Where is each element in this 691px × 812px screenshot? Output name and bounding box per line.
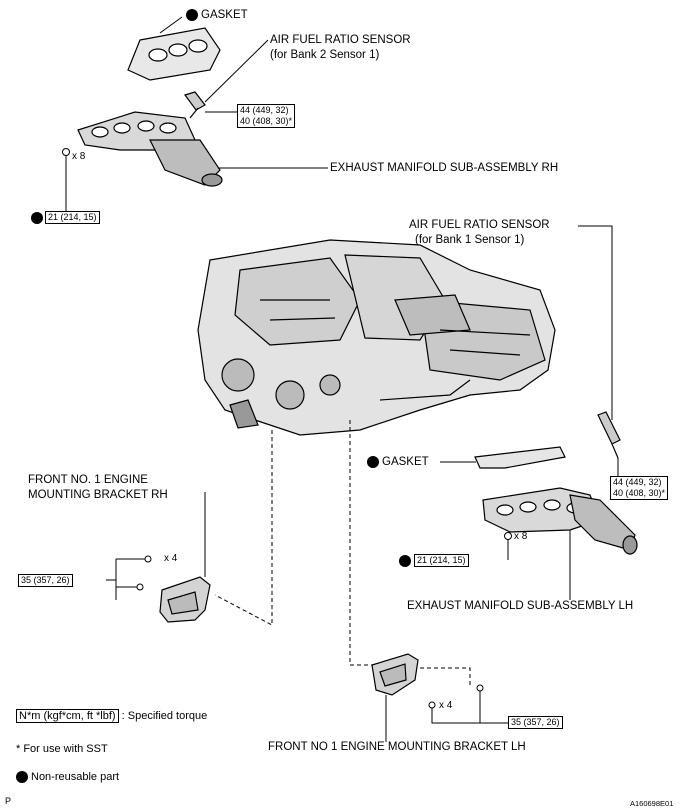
bolt-count-lh: x 8 — [514, 531, 528, 542]
legend-torque: N*m (kgf*cm, ft *lbf) : Specified torque — [16, 709, 208, 723]
torque-manifold-rh-value: 21 (214, 15) — [48, 212, 97, 222]
nonreusable-dot-icon — [186, 9, 198, 21]
legend-sst-note: * For use with SST — [16, 743, 108, 755]
gasket-lh-part — [474, 446, 566, 469]
torque-sensor-b2: 44 (449, 32) 40 (408, 30)* — [237, 104, 296, 128]
bracket-rh-label-2: MOUNTING BRACKET RH — [28, 489, 168, 501]
legend-torque-box: N*m (kgf*cm, ft *lbf) — [16, 709, 119, 723]
exhaust-rh-label: EXHAUST MANIFOLD SUB-ASSEMBLY RH — [330, 162, 559, 174]
gasket-lh-label: GASKET — [367, 456, 429, 469]
af-sensor-b1-label: AIR FUEL RATIO SENSOR — [409, 219, 550, 231]
bolt-count-bracket-lh: x 4 — [439, 700, 453, 711]
legend-torque-text: : Specified torque — [121, 710, 208, 722]
nonreusable-dot-icon — [16, 771, 28, 784]
gasket-rh-text: GASKET — [201, 9, 248, 22]
af-sensor-b2-label: AIR FUEL RATIO SENSOR — [270, 34, 411, 46]
bolt-count-bracket-rh: x 4 — [164, 553, 178, 564]
af-sensor-b2-part — [184, 91, 206, 119]
torque-sensor-b1-a: 44 (449, 32) — [613, 477, 662, 487]
bracket-lh-label: FRONT NO 1 ENGINE MOUNTING BRACKET LH — [268, 741, 526, 753]
legend-nonreusable-text: Non-reusable part — [31, 771, 120, 783]
gasket-lh-text: GASKET — [382, 456, 429, 469]
gasket-rh-label: GASKET — [186, 9, 248, 22]
torque-manifold-lh-value: 21 (214, 15) — [417, 555, 466, 565]
mounting-bracket-lh-part — [371, 653, 419, 696]
legend-nonreusable: Non-reusable part — [16, 771, 119, 784]
gasket-rh-part — [127, 27, 221, 81]
af-sensor-b2-sublabel: (for Bank 2 Sensor 1) — [270, 49, 380, 61]
engine-assembly-part — [197, 239, 556, 436]
torque-manifold-lh: 21 (214, 15) — [414, 554, 469, 567]
torque-bracket-lh: 35 (357, 26) — [508, 716, 563, 729]
bracket-rh-label-1: FRONT NO. 1 ENGINE — [28, 474, 148, 486]
torque-bracket-rh: 35 (357, 26) — [18, 574, 73, 587]
torque-sensor-b1: 44 (449, 32) 40 (408, 30)* — [610, 476, 669, 500]
bolt-count-rh: x 8 — [72, 151, 86, 162]
torque-sensor-b2-b: 40 (408, 30)* — [240, 116, 293, 126]
exhaust-manifold-lh-part — [482, 487, 638, 555]
figure-id: A160698E01 — [630, 799, 674, 808]
af-sensor-b1-part — [597, 411, 621, 459]
torque-bracket-lh-value: 35 (357, 26) — [511, 717, 560, 727]
nonreusable-dot-icon — [367, 456, 379, 468]
exhaust-manifold-rh-part — [77, 111, 223, 187]
page-mark: P — [5, 796, 12, 806]
af-sensor-b1-sublabel: (for Bank 1 Sensor 1) — [415, 234, 525, 246]
mounting-bracket-rh-part — [159, 576, 211, 623]
torque-bracket-rh-value: 35 (357, 26) — [21, 575, 70, 585]
torque-manifold-rh: 21 (214, 15) — [45, 211, 100, 224]
torque-sensor-b1-b: 40 (408, 30)* — [613, 488, 666, 498]
torque-sensor-b2-a: 44 (449, 32) — [240, 105, 289, 115]
exhaust-lh-label: EXHAUST MANIFOLD SUB-ASSEMBLY LH — [407, 600, 634, 612]
